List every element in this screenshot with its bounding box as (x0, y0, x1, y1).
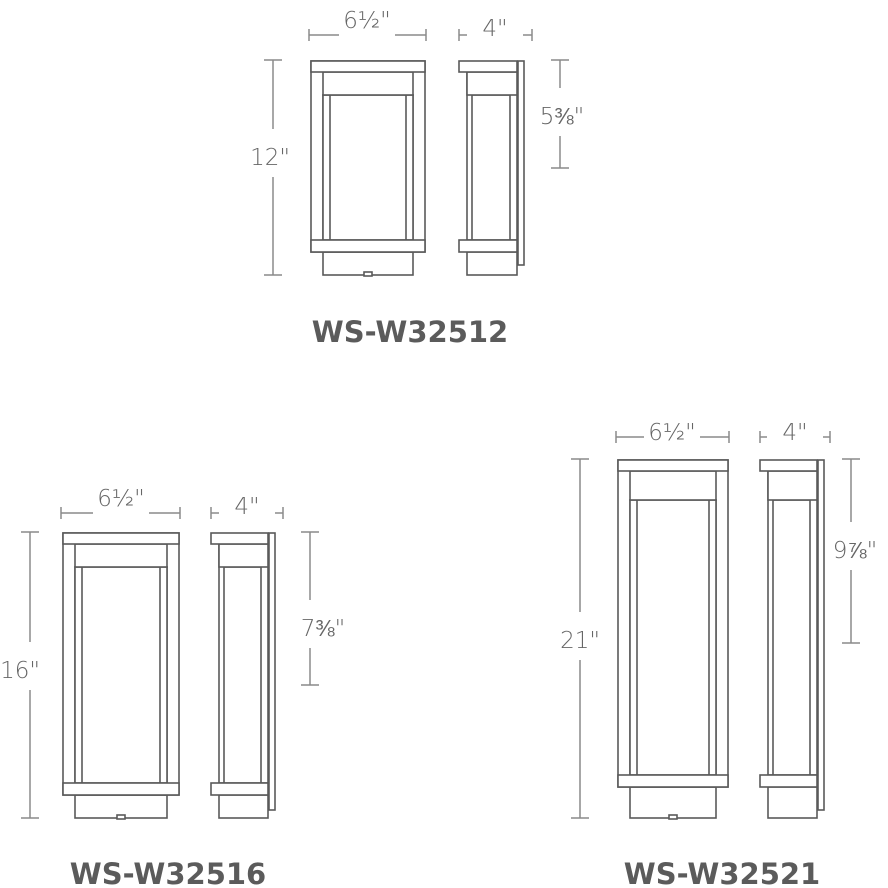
model-label: WS-W32512 (312, 315, 509, 349)
fixture-ws-w32512: 6½" 12" 4" 5⅜" WS-W32512 (250, 8, 584, 349)
depth-label: 4" (482, 16, 507, 42)
top-cap (617, 459, 729, 472)
width-label: 6½" (97, 486, 145, 512)
glass-panel (74, 566, 168, 784)
side-bottom-band (458, 239, 518, 253)
extension-label: 9⅞" (833, 538, 877, 564)
model-label: WS-W32521 (624, 857, 821, 888)
right-rail (708, 499, 717, 776)
width-label: 6½" (648, 420, 696, 446)
glass-panel (629, 499, 717, 776)
bottom-band (617, 774, 729, 788)
height-label: 12" (250, 145, 290, 171)
side-glass (471, 94, 511, 241)
side-top-cap (458, 60, 518, 73)
depth-dimension (210, 507, 284, 519)
extension-label: 5⅜" (540, 104, 584, 130)
side-view (458, 60, 525, 276)
depth-label: 4" (234, 494, 259, 520)
extension-dimension (842, 458, 860, 644)
front-view (617, 459, 729, 820)
wall-plate (268, 532, 276, 811)
height-dimension (571, 458, 589, 819)
wall-plate (817, 459, 825, 811)
side-top-band (466, 71, 518, 96)
width-dimension (60, 507, 181, 519)
front-view (310, 60, 426, 277)
side-top-cap (759, 459, 818, 472)
height-label: 21" (560, 628, 600, 654)
depth-label: 4" (782, 420, 807, 446)
top-cap (310, 60, 426, 73)
bottom-band (62, 782, 180, 796)
side-view (759, 459, 825, 819)
left-rail (322, 94, 331, 241)
screw (363, 271, 373, 277)
depth-dimension (759, 431, 831, 443)
extension-dimension (551, 59, 569, 169)
side-glass (772, 499, 811, 776)
depth-dimension (458, 29, 533, 41)
side-base (767, 786, 818, 819)
width-dimension (615, 431, 730, 443)
left-rail (74, 566, 83, 784)
model-label: WS-W32516 (70, 857, 267, 888)
right-rail (405, 94, 414, 241)
base (629, 786, 717, 819)
side-top-band (218, 543, 269, 568)
side-view (210, 532, 276, 819)
side-top-cap (210, 532, 269, 545)
extension-dimension (301, 531, 319, 686)
bottom-band (310, 239, 426, 253)
side-glass (223, 566, 262, 784)
extension-label: 7⅜" (301, 616, 345, 642)
height-label: 16" (0, 658, 40, 684)
fixture-ws-w32521: 6½" 21" 4" 9⅞" WS-W32521 (560, 420, 877, 888)
left-rail (629, 499, 638, 776)
side-bottom-band (759, 774, 818, 788)
wall-plate (517, 60, 525, 266)
height-dimension (264, 59, 282, 276)
right-rail (159, 566, 168, 784)
width-dimension (308, 29, 427, 41)
screw (116, 814, 126, 820)
screw (668, 814, 678, 820)
side-base (218, 794, 269, 819)
fixture-ws-w32516: 6½" 16" 4" 7⅜" WS-W32516 (0, 486, 345, 888)
side-base (466, 251, 518, 276)
front-view (62, 532, 180, 820)
top-band (629, 470, 717, 501)
height-dimension (21, 531, 39, 819)
width-label: 6½" (343, 8, 391, 34)
top-band (74, 543, 168, 568)
side-bottom-band (210, 782, 269, 796)
glass-panel (322, 94, 414, 241)
top-cap (62, 532, 180, 545)
top-band (322, 71, 414, 96)
side-top-band (767, 470, 818, 501)
